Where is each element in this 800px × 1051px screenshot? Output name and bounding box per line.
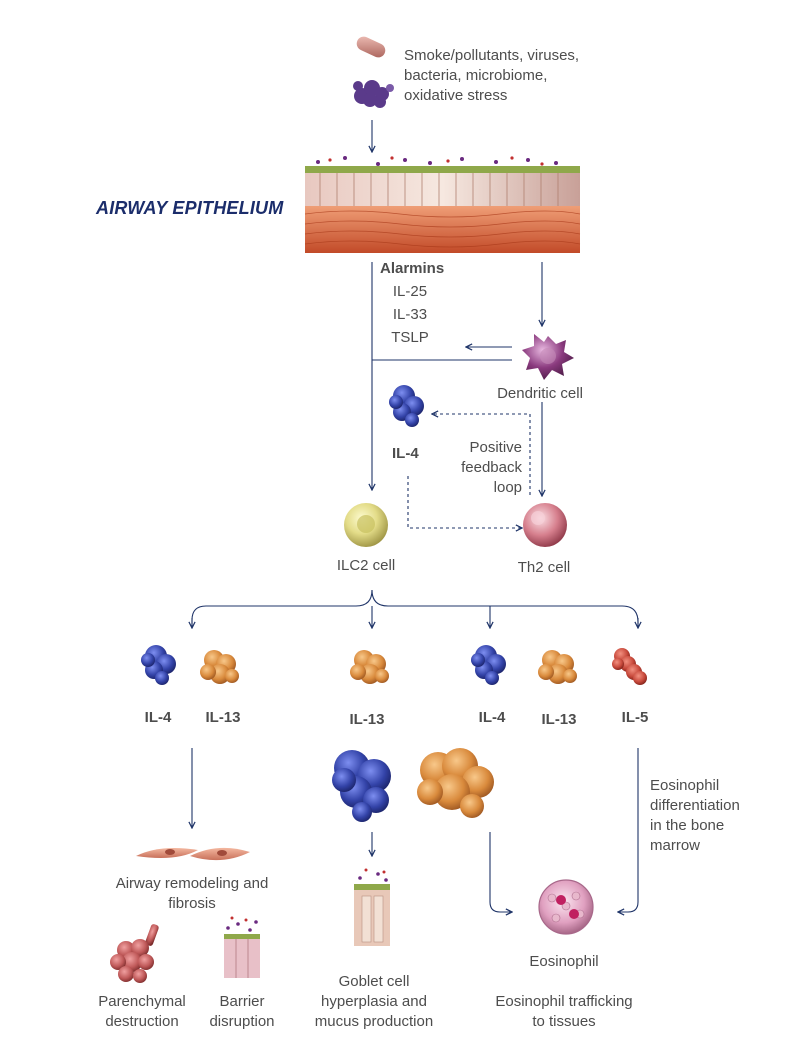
eos-diff-line3: in the bone — [650, 817, 725, 834]
il13-protein-icon-group2 — [350, 650, 389, 684]
eos-diff-line4: marrow — [650, 837, 701, 854]
eosinophil-cell-icon — [538, 879, 594, 935]
remodeling-line2: fibrosis — [168, 895, 216, 912]
trafficking-line2: to tissues — [532, 1013, 596, 1030]
goblet-line1: Goblet cell — [338, 973, 410, 990]
dendritic-cell-icon — [522, 334, 574, 380]
ilc2-cell-icon — [344, 503, 388, 547]
fibroblast-cells-icon — [136, 847, 250, 861]
trafficking-line1: Eosinophil trafficking — [495, 993, 633, 1010]
alarmin-tslp: TSLP — [391, 329, 429, 346]
il13-protein-icon-group3 — [538, 650, 577, 684]
virus-cluster-icon — [353, 80, 394, 108]
feedback-label-line3: loop — [493, 479, 522, 496]
cytokine-label-il5: IL-5 — [621, 709, 649, 726]
remodeling-line1: Airway remodeling and — [115, 875, 269, 892]
feedback-label-line2: feedback — [461, 459, 522, 476]
dendritic-cell-label: Dendritic cell — [497, 385, 583, 402]
eos-diff-line1: Eosinophil — [650, 777, 720, 794]
parenchymal-line1: Parenchymal — [98, 993, 186, 1010]
arrow-il4-to-th2 — [407, 476, 522, 528]
branch-bracket — [371, 589, 639, 628]
goblet-line2: hyperplasia and — [321, 993, 427, 1010]
goblet-line3: mucus production — [314, 1013, 434, 1030]
il5-protein-icon — [612, 648, 647, 685]
cytokine-label-il4-g3: IL-4 — [478, 709, 506, 726]
il4-protein-icon-large — [332, 750, 391, 822]
trigger-label-line3: oxidative stress — [404, 87, 508, 104]
cytokine-label-il4-g1: IL-4 — [144, 709, 172, 726]
th2-cell-label: Th2 cell — [517, 559, 571, 576]
barrier-line1: Barrier — [219, 993, 265, 1010]
barrier-line2: disruption — [209, 1013, 275, 1030]
alarmin-il25: IL-25 — [392, 283, 428, 300]
il4-protein-icon-group3 — [471, 645, 506, 685]
airway-epithelium-tissue — [304, 156, 581, 253]
connectors — [192, 120, 638, 912]
smoke-particle-icon — [356, 36, 386, 58]
th2-cell-icon — [523, 503, 567, 547]
trigger-label-line2: bacteria, microbiome, — [404, 67, 548, 84]
alarmins-heading: Alarmins — [380, 260, 445, 277]
arrow-feedback-to-il4 — [432, 414, 531, 495]
cytokine-label-il13-g2: IL-13 — [349, 711, 385, 728]
branch-bracket-left — [191, 589, 373, 628]
lung-parenchyma-icon — [110, 924, 159, 983]
il4-protein-icon-group1 — [141, 645, 176, 685]
barrier-disruption-icon — [224, 916, 260, 978]
il4-protein-icon-feedback — [389, 385, 424, 427]
airway-epithelium-title: AIRWAY EPITHELIUM — [96, 198, 284, 218]
goblet-cell-icon — [354, 868, 390, 946]
feedback-label-line1: Positive — [469, 439, 522, 456]
il13-protein-icon-group1 — [200, 650, 239, 684]
feedback-il4-label: IL-4 — [392, 445, 419, 462]
eosinophil-label: Eosinophil — [529, 953, 599, 970]
trigger-label-line1: Smoke/pollutants, viruses, — [404, 47, 580, 64]
arrow-il13-to-eosinophil — [489, 832, 512, 912]
eos-diff-line2: differentiation — [650, 797, 740, 814]
parenchymal-line2: destruction — [105, 1013, 179, 1030]
cytokine-label-il13-g3: IL-13 — [541, 711, 577, 728]
arrow-il5-to-eosinophil — [618, 748, 639, 912]
ilc2-cell-label: ILC2 cell — [336, 557, 396, 574]
alarmin-il33: IL-33 — [392, 306, 428, 323]
cytokine-label-il13-g1: IL-13 — [205, 709, 241, 726]
il13-protein-icon-large — [417, 748, 494, 818]
